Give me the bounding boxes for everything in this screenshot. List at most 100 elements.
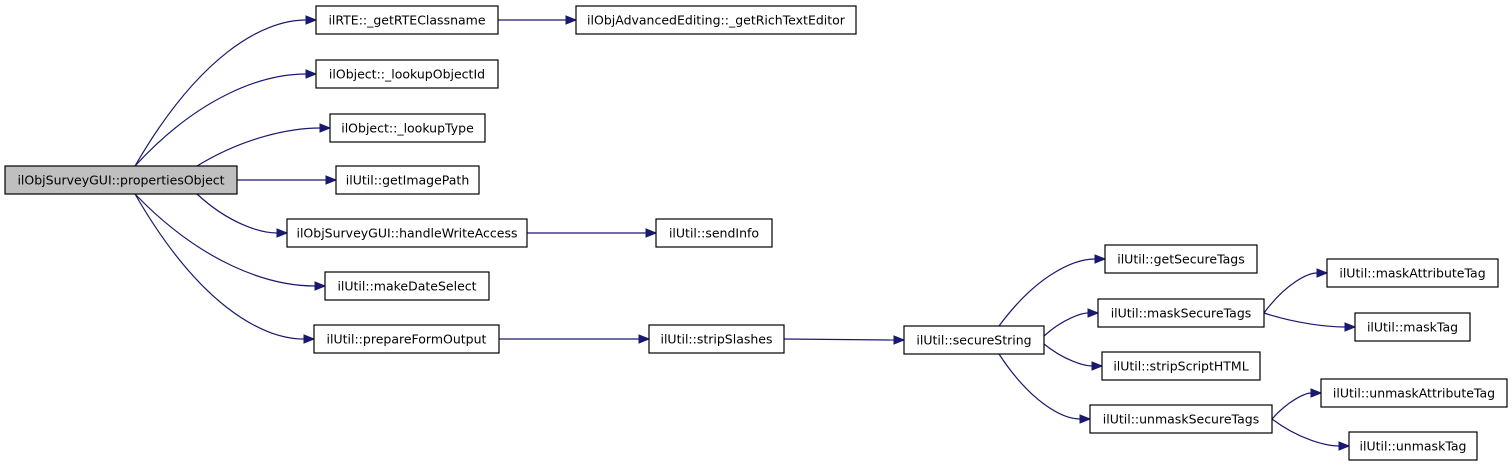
node-label: ilObjSurveyGUI::propertiesObject xyxy=(17,173,224,188)
edge-line xyxy=(1263,272,1318,314)
node-box[interactable] xyxy=(903,325,1045,355)
edge-line xyxy=(1043,312,1089,337)
node-box[interactable] xyxy=(1097,298,1265,328)
edge-line xyxy=(134,19,307,167)
edge-line xyxy=(134,193,316,287)
edge-n17-to-n18 xyxy=(1271,388,1323,420)
node-ilutil-unmasksecuretags[interactable]: ilUtil::unmaskSecureTags xyxy=(1089,404,1273,434)
node-ilutil-securestring[interactable]: ilUtil::secureString xyxy=(903,325,1045,355)
node-ilutil-prepareformoutput[interactable]: ilUtil::prepareFormOutput xyxy=(313,324,500,354)
arrowhead-icon xyxy=(1094,254,1107,264)
edge-n11-to-n13 xyxy=(1043,308,1100,337)
edge-n11-to-n12 xyxy=(998,254,1107,327)
node-ilutil-getsecuretags[interactable]: ilUtil::getSecureTags xyxy=(1104,244,1258,274)
node-label: ilUtil::sendInfo xyxy=(669,226,759,241)
edge-line xyxy=(998,353,1081,420)
node-label: ilRTE::_getRTEClassname xyxy=(328,13,485,28)
edge-n17-to-n19 xyxy=(1271,418,1351,451)
node-label: ilUtil::secureString xyxy=(916,333,1031,348)
node-ilobjadvancedediting-getrichtexteditor[interactable]: ilObjAdvancedEditing::_getRichTextEditor xyxy=(575,5,857,35)
edge-n11-to-n16 xyxy=(1043,343,1104,371)
node-box[interactable] xyxy=(324,271,490,301)
node-label: ilUtil::stripSlashes xyxy=(660,332,772,347)
node-ilutil-getimagepath[interactable]: ilUtil::getImagePath xyxy=(335,165,480,195)
edge-n11-to-n17 xyxy=(998,353,1092,424)
node-ilutil-maskattributetag[interactable]: ilUtil::maskAttributeTag xyxy=(1326,258,1499,288)
arrowhead-icon xyxy=(893,335,906,345)
node-box[interactable] xyxy=(648,324,785,354)
edge-line xyxy=(998,258,1096,327)
node-ilutil-sendinfo[interactable]: ilUtil::sendInfo xyxy=(655,218,773,248)
node-box[interactable] xyxy=(1348,431,1478,461)
arrowhead-icon xyxy=(1316,268,1329,278)
node-box[interactable] xyxy=(575,5,857,35)
edge-line xyxy=(1271,392,1312,420)
node-ilobjsurveygui-propertiesobject[interactable]: ilObjSurveyGUI::propertiesObject xyxy=(4,165,238,195)
arrowhead-icon xyxy=(314,281,327,291)
node-label: ilUtil::stripScriptHTML xyxy=(1113,359,1248,374)
node-ilutil-stripscripthtml[interactable]: ilUtil::stripScriptHTML xyxy=(1101,351,1261,381)
node-label: ilObject::_lookupType xyxy=(341,121,474,136)
node-box[interactable] xyxy=(1101,351,1261,381)
node-label: ilUtil::maskTag xyxy=(1367,320,1458,335)
arrowhead-icon xyxy=(319,123,332,133)
node-box[interactable] xyxy=(655,218,773,248)
node-box[interactable] xyxy=(335,165,480,195)
arrowhead-icon xyxy=(638,334,651,344)
edge-line xyxy=(134,73,307,167)
node-label: ilUtil::makeDateSelect xyxy=(337,279,476,294)
edge-n13-to-n14 xyxy=(1263,268,1329,314)
node-ilutil-unmasktag[interactable]: ilUtil::unmaskTag xyxy=(1348,431,1478,461)
edge-root-to-n4 xyxy=(196,123,332,167)
node-box[interactable] xyxy=(315,59,499,89)
edge-line xyxy=(1043,343,1093,367)
node-label: ilObjAdvancedEditing::_getRichTextEditor xyxy=(587,13,846,28)
arrowhead-icon xyxy=(325,175,338,185)
node-ilutil-makedateselect[interactable]: ilUtil::makeDateSelect xyxy=(324,271,490,301)
edge-line xyxy=(1271,418,1340,447)
edge-line xyxy=(783,338,895,341)
edge-n1-to-n2 xyxy=(498,15,578,25)
node-box[interactable] xyxy=(1354,312,1471,342)
arrowhead-icon xyxy=(1087,308,1100,318)
node-box[interactable] xyxy=(1104,244,1258,274)
node-box[interactable] xyxy=(329,113,486,143)
edge-n6-to-n7 xyxy=(527,228,658,238)
node-box[interactable] xyxy=(315,5,499,35)
node-label: ilObject::_lookupObjectId xyxy=(329,67,485,82)
nodes-layer: ilObjSurveyGUI::propertiesObject ilRTE::_… xyxy=(4,5,1508,461)
node-label: ilUtil::unmaskTag xyxy=(1360,439,1467,454)
node-ilutil-stripslashes[interactable]: ilUtil::stripSlashes xyxy=(648,324,785,354)
node-label: ilUtil::getSecureTags xyxy=(1117,252,1245,267)
arrowhead-icon xyxy=(1079,414,1092,424)
node-label: ilUtil::prepareFormOutput xyxy=(327,332,487,347)
node-ilobject-lookuptype[interactable]: ilObject::_lookupType xyxy=(329,113,486,143)
edge-line xyxy=(1263,312,1346,328)
node-box[interactable] xyxy=(313,324,500,354)
arrowhead-icon xyxy=(565,15,578,25)
node-ilrte-getrteclassname[interactable]: ilRTE::_getRTEClassname xyxy=(315,5,499,35)
node-box[interactable] xyxy=(1320,378,1508,408)
arrowhead-icon xyxy=(1338,441,1351,451)
node-box[interactable] xyxy=(1089,404,1273,434)
node-box[interactable] xyxy=(1326,258,1499,288)
edge-root-to-n6 xyxy=(196,193,289,238)
edge-line xyxy=(196,127,321,167)
node-ilutil-masktag[interactable]: ilUtil::maskTag xyxy=(1354,312,1471,342)
node-ilobject-lookupobjectid[interactable]: ilObject::_lookupObjectId xyxy=(315,59,499,89)
node-ilutil-masksecuretags[interactable]: ilUtil::maskSecureTags xyxy=(1097,298,1265,328)
node-label: ilUtil::unmaskSecureTags xyxy=(1103,412,1259,427)
arrowhead-icon xyxy=(305,69,318,79)
edge-root-to-n1 xyxy=(134,15,318,167)
node-box[interactable] xyxy=(286,218,528,248)
edge-root-to-n8 xyxy=(134,193,327,291)
node-ilobjsurveygui-handlewriteaccess[interactable]: ilObjSurveyGUI::handleWriteAccess xyxy=(286,218,528,248)
node-ilutil-unmaskattributetag[interactable]: ilUtil::unmaskAttributeTag xyxy=(1320,378,1508,408)
edge-line xyxy=(134,193,305,340)
arrowhead-icon xyxy=(645,228,658,238)
node-label: ilObjSurveyGUI::handleWriteAccess xyxy=(296,226,517,241)
node-label: ilUtil::maskAttributeTag xyxy=(1339,266,1485,281)
arrowhead-icon xyxy=(303,334,316,344)
node-box[interactable] xyxy=(4,165,238,195)
